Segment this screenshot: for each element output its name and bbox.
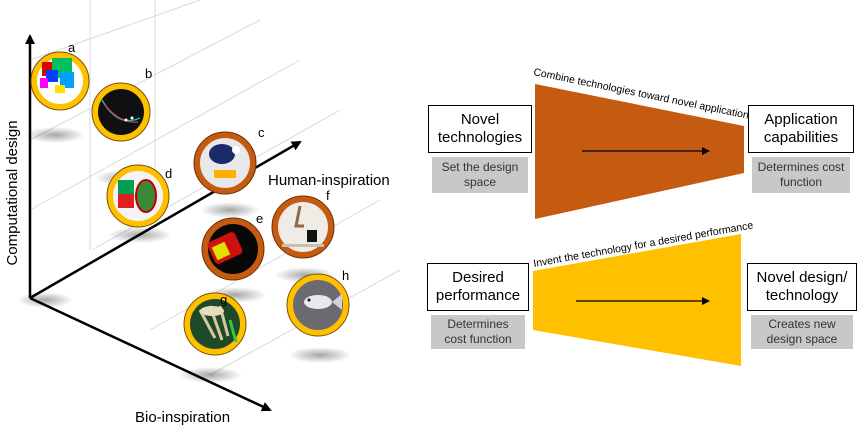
example-image-b [91, 82, 151, 142]
shadow [200, 202, 260, 218]
marker-a: a [68, 40, 76, 55]
bottom-input-subbox: Determines cost function [431, 315, 525, 349]
example-image-c [193, 131, 257, 195]
marker-e: e [256, 211, 263, 226]
bottom-output-subbox: Creates new design space [751, 315, 853, 349]
marker-d: d [165, 166, 172, 181]
shadow [25, 127, 85, 143]
vertical-axis-label: Computational design [4, 120, 21, 265]
top-input-box: Novel technologies [428, 105, 532, 153]
marker-c: c [258, 125, 265, 140]
marker-g: g [220, 292, 227, 307]
example-image-g [183, 292, 247, 356]
example-image-a [30, 51, 90, 111]
depth-axis-label: Bio-inspiration [135, 409, 230, 426]
horizontal-axis-label: Human-inspiration [268, 172, 390, 189]
marker-f: f [326, 188, 330, 203]
example-image-h [286, 273, 350, 337]
marker-h: h [342, 268, 349, 283]
depth-axis [29, 296, 272, 412]
bottom-input-box: Desired performance [427, 263, 529, 311]
shadow [178, 367, 242, 383]
grid-line [29, 19, 261, 141]
bottom-output-box: Novel design/ technology [747, 263, 857, 311]
top-input-subbox: Set the design space [432, 157, 528, 193]
shadow [288, 347, 352, 363]
top-output-subbox: Determines cost function [752, 157, 850, 193]
example-image-e [201, 217, 265, 281]
funnel-bottom [533, 234, 741, 366]
example-image-f [271, 195, 335, 259]
grid-line [29, 59, 301, 211]
marker-b: b [145, 66, 152, 81]
example-image-d [106, 164, 170, 228]
top-output-box: Application capabilities [748, 105, 854, 153]
grid-line [29, 0, 201, 61]
